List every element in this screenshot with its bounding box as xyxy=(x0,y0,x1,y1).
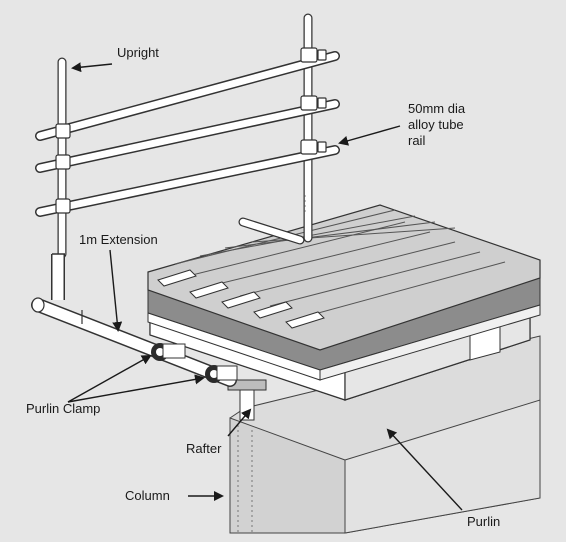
label-rail: 50mm dia alloy tube rail xyxy=(408,101,488,149)
label-purlin: Purlin xyxy=(467,514,501,529)
label-column: Column xyxy=(125,488,170,503)
roof-panel xyxy=(147,204,541,381)
label-rafter: Rafter xyxy=(186,441,222,456)
arrow-icon xyxy=(67,62,463,511)
label-rail-line-2: alloy tube xyxy=(408,117,464,132)
label-extension: 1m Extension xyxy=(79,232,158,247)
label-purlin-clamp: Purlin Clamp xyxy=(26,401,101,416)
column xyxy=(229,335,541,534)
label-rail-line-3: rail xyxy=(408,133,426,148)
label-upright: Upright xyxy=(117,45,159,60)
label-rail-line-1: 50mm dia xyxy=(408,101,466,116)
purlin-clamps xyxy=(151,343,238,383)
rail-couplers xyxy=(55,47,327,214)
rear-post xyxy=(238,217,305,245)
extension-tube xyxy=(31,297,237,387)
upright-left xyxy=(51,57,67,300)
guard-rails xyxy=(35,51,340,217)
